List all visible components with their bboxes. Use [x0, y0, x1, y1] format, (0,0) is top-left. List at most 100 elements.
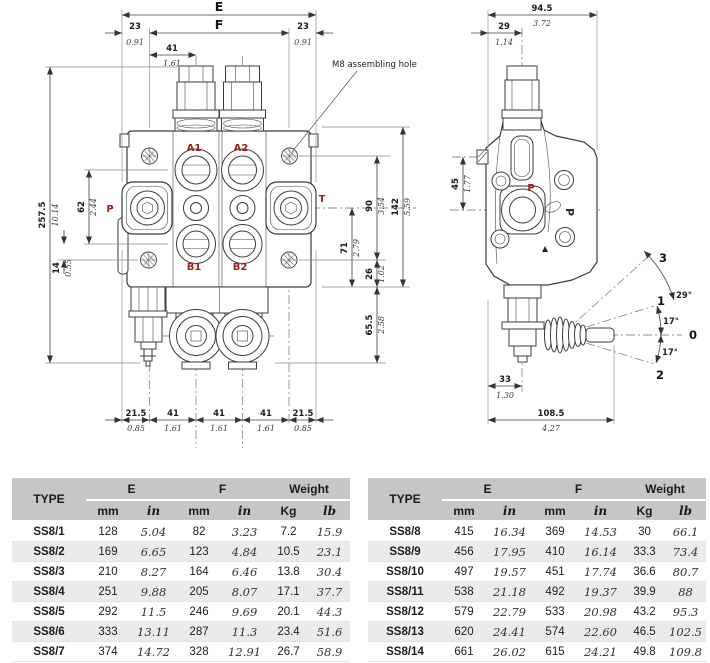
cell-f-in: 16.14: [577, 541, 625, 562]
relief-valve: [128, 286, 168, 367]
svg-text:41: 41: [213, 409, 225, 419]
svg-text:1.61: 1.61: [210, 424, 228, 433]
cell-f-in: 4.84: [221, 541, 269, 562]
svg-text:2.58: 2.58: [377, 316, 386, 335]
table-row: SS8/1 128 5.04 82 3.23 7.2 15.9: [12, 521, 351, 542]
lever-pos-3: 3: [659, 251, 667, 265]
table-row: SS8/8 415 16.34 369 14.53 30 66.1: [368, 521, 707, 542]
cell-e-mm: 661: [442, 641, 486, 662]
svg-text:108.5: 108.5: [538, 409, 565, 419]
m8-note: M8 assembling hole: [332, 60, 417, 70]
cell-e-mm: 292: [86, 601, 130, 622]
cell-f-mm: 369: [533, 521, 578, 542]
lever-position-lines: [566, 250, 682, 365]
cell-lb: 88: [665, 581, 707, 602]
cell-lb: 80.7: [665, 561, 707, 582]
cell-e-in: 22.79: [486, 601, 534, 622]
cell-lb: 37.7: [309, 581, 351, 602]
cast-p-mark: P: [563, 208, 576, 216]
cell-f-in: 24.21: [577, 641, 625, 662]
svg-text:3.54: 3.54: [377, 197, 386, 215]
svg-text:257.5: 257.5: [38, 201, 48, 228]
cell-type: SS8/10: [368, 561, 442, 582]
svg-text:1.61: 1.61: [163, 59, 181, 68]
svg-text:14: 14: [52, 262, 62, 274]
svg-text:94.5: 94.5: [532, 4, 553, 14]
cell-f-mm: 164: [177, 561, 222, 582]
header-f-in: in: [221, 500, 269, 522]
technical-drawing: A1 A2 B1 B2 P T M8 assembling hole E F 2…: [38, 0, 697, 448]
front-dims-top: E F 23 0.91 23 0.91 41 1.61: [105, 0, 333, 182]
cell-lb: 73.4: [665, 541, 707, 562]
table-header: TYPE E F Weight mm in mm in Kg lb: [368, 478, 707, 522]
table-row: SS8/5 292 11.5 246 9.69 20.1 44.3: [12, 601, 351, 622]
label-b2: B2: [233, 262, 248, 273]
side-knob: [501, 65, 543, 131]
cell-e-in: 6.65: [130, 541, 178, 562]
cell-kg: 39.9: [624, 581, 666, 602]
lever: [544, 316, 615, 354]
cell-type: SS8/5: [12, 601, 86, 622]
angle-17-down: 17°: [662, 348, 678, 358]
cell-type: SS8/12: [368, 601, 442, 622]
label-t: T: [319, 194, 326, 205]
header-kg: Kg: [624, 500, 666, 522]
cell-f-in: 22.60: [577, 621, 625, 642]
cell-f-mm: 615: [533, 641, 578, 662]
cell-e-mm: 497: [442, 561, 486, 582]
svg-text:1.61: 1.61: [164, 424, 182, 433]
cell-e-in: 17.95: [486, 541, 534, 562]
bottom-port-2: [215, 309, 270, 370]
header-lb: lb: [665, 500, 707, 522]
cell-kg: 10.5: [268, 541, 310, 562]
header-weight: Weight: [268, 478, 351, 501]
svg-text:45: 45: [451, 178, 461, 190]
header-type: TYPE: [12, 478, 86, 522]
header-f-mm: mm: [177, 500, 222, 522]
svg-text:1.30: 1.30: [496, 391, 514, 400]
cell-f-in: 19.37: [577, 581, 625, 602]
cell-e-in: 9.88: [130, 581, 178, 602]
cell-f-in: 6.46: [221, 561, 269, 582]
svg-text:29: 29: [498, 22, 510, 32]
port-p-block: [121, 181, 173, 235]
svg-text:E: E: [215, 0, 224, 14]
lever-pos-2: 2: [656, 368, 664, 382]
front-dims-bottom: 21.5 0.85 41 1.61 41 1.61 41 1.61 21.5 0…: [105, 250, 333, 433]
cell-f-in: 20.98: [577, 601, 625, 622]
cell-f-mm: 410: [533, 541, 578, 562]
port-b1: [176, 224, 216, 264]
cell-e-mm: 415: [442, 521, 486, 542]
cell-e-mm: 251: [86, 581, 130, 602]
cell-f-mm: 574: [533, 621, 578, 642]
cell-e-in: 11.5: [130, 601, 178, 622]
cell-f-mm: 328: [177, 641, 222, 662]
cell-e-mm: 456: [442, 541, 486, 562]
cell-f-mm: 451: [533, 561, 578, 582]
cell-e-mm: 579: [442, 601, 486, 622]
cell-type: SS8/3: [12, 561, 86, 582]
table-row: SS8/9 456 17.95 410 16.14 33.3 73.4: [368, 541, 707, 562]
m8-leader: [291, 70, 358, 153]
front-dims-left: 257.5 10.14 62 2.44 14 0.55: [38, 66, 178, 364]
svg-text:0.55: 0.55: [64, 259, 73, 277]
cell-f-in: 3.23: [221, 521, 269, 542]
cell-f-mm: 287: [177, 621, 222, 642]
port-b2: [222, 224, 263, 264]
cell-f-in: 17.74: [577, 561, 625, 582]
svg-text:21.5: 21.5: [293, 409, 314, 419]
header-f: F: [177, 478, 269, 501]
spool-cap-1: [172, 65, 220, 132]
cell-f-mm: 123: [177, 541, 222, 562]
table-row: SS8/2 169 6.65 123 4.84 10.5 23.1: [12, 541, 351, 562]
svg-text:23: 23: [297, 22, 309, 32]
cell-kg: 17.1: [268, 581, 310, 602]
header-kg: Kg: [268, 500, 310, 522]
table-row: SS8/3 210 8.27 164 6.46 13.8 30.4: [12, 561, 351, 582]
header-e-in: in: [130, 500, 178, 522]
cell-kg: 26.7: [268, 641, 310, 662]
lever-pos-1: 1: [657, 294, 665, 308]
svg-text:142: 142: [391, 198, 401, 216]
angle-29: 29°: [676, 291, 692, 301]
